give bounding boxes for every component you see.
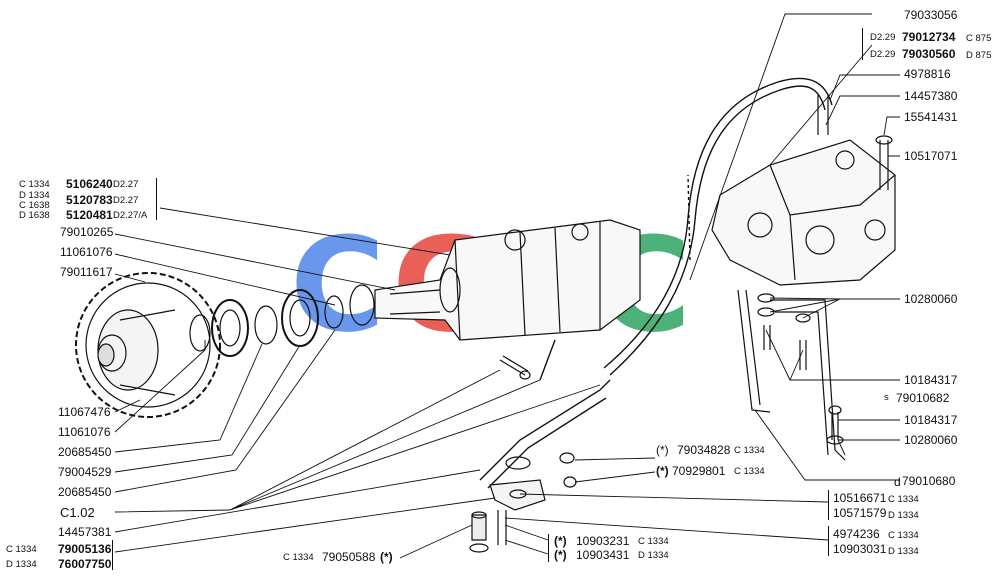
pair2-part-1: 79034828 [677, 443, 731, 457]
pair1-part-2: 10903431 [576, 548, 630, 562]
center-mark: (*) [380, 550, 393, 564]
part-79010265: 79010265 [60, 225, 114, 239]
part-11061076-b: 11061076 [58, 425, 111, 439]
group-b-code-2: D 1334 [888, 546, 919, 557]
part-20685450-a: 20685450 [58, 445, 112, 459]
part-10280060-a: 10280060 [904, 292, 958, 306]
group-b-part-2: 10903031 [833, 542, 887, 556]
top-variant-part-2: 79030560 [902, 47, 956, 61]
s-mark: s [884, 392, 889, 403]
group-a-code-2: D 1334 [888, 510, 919, 521]
variant-ref-2: D2.27 [113, 195, 139, 206]
pair1-code-1: C 1334 [638, 536, 669, 547]
part-10184317-b: 10184317 [904, 413, 958, 427]
pair2-mark-2: (*) [656, 464, 669, 478]
part-15541431: 15541431 [904, 110, 958, 124]
part-11067476: 11067476 [58, 405, 111, 419]
pair1-part-1: 10903231 [576, 534, 630, 548]
fittings-drawing [469, 355, 577, 553]
right-top-bracket [862, 28, 867, 60]
ref-c102: C1.02 [60, 505, 95, 520]
top-variant-ref-1: D2.29 [870, 32, 896, 43]
variant-code-4: D 1638 [19, 210, 50, 221]
variant-code-2: D 1334 [19, 190, 50, 201]
bearing-rings [189, 284, 375, 357]
top-variant-part-1: 79012734 [902, 30, 956, 44]
group-b-part-1: 4974236 [833, 527, 880, 541]
group-a-part-2: 10571579 [833, 506, 887, 520]
bottom-part-2: 76007750 [58, 557, 112, 571]
part-79010682: 79010682 [896, 391, 950, 405]
gear-drawing [75, 272, 221, 418]
variant-part-1: 5106240 [66, 177, 113, 191]
group-b-bracket [828, 526, 833, 556]
pipe-assembly-drawing [737, 289, 846, 461]
part-10184317-a: 10184317 [904, 373, 958, 387]
variant-code-3: C 1638 [19, 200, 50, 211]
part-79033056: 79033056 [904, 8, 958, 22]
part-20685450-b: 20685450 [58, 485, 112, 499]
top-variant-code-1: C 875 [966, 33, 992, 44]
part-79011617: 79011617 [60, 265, 113, 279]
group-a-code-1: C 1334 [888, 494, 919, 505]
group-a-bracket [828, 490, 833, 520]
top-variant-code-2: D 875 [966, 50, 992, 61]
variant-code-1: C 1334 [19, 179, 50, 190]
part-14457380: 14457380 [904, 89, 958, 103]
valve-block-drawing [711, 95, 896, 286]
group-a-part-1: 10516671 [833, 491, 887, 505]
center-code: C 1334 [283, 552, 314, 563]
pair1-mark-2: (*) [554, 548, 567, 562]
bottom-code-1: C 1334 [6, 544, 37, 555]
pair1-mark-1: (*) [554, 534, 567, 548]
part-10280060-b: 10280060 [904, 433, 958, 447]
variant-ref-3: D2.27/A [113, 210, 148, 221]
top-variant-ref-2: D2.29 [870, 49, 896, 60]
pair2-code-2: C 1334 [734, 466, 765, 477]
bottom-code-2: D 1334 [6, 559, 37, 570]
left-bottom-bracket [108, 540, 113, 570]
hose-drawing [479, 77, 833, 489]
pair2-part-2: 70929801 [672, 464, 726, 478]
part-4978816: 4978816 [904, 67, 951, 81]
pump-drawing [374, 219, 641, 341]
part-11061076-a: 11061076 [60, 245, 113, 259]
pair2-mark-1: (*) [656, 443, 669, 457]
left-variant-bracket [150, 178, 157, 220]
center-part: 79050588 [322, 550, 376, 564]
variant-ref-1: D2.27 [113, 179, 139, 190]
variant-part-3: 5120481 [66, 208, 113, 222]
part-10517071: 10517071 [904, 149, 958, 163]
pair2-code-1: C 1334 [734, 445, 765, 456]
part-79010680: 79010680 [902, 474, 956, 488]
part-14457381: 14457381 [58, 525, 112, 539]
variant-part-2: 5120783 [66, 193, 113, 207]
part-79004529: 79004529 [58, 465, 112, 479]
center-pair1-bracket [548, 534, 553, 562]
group-b-code-1: C 1334 [888, 530, 919, 541]
bottom-part-1: 79005136 [58, 542, 112, 556]
d-mark: d [894, 475, 901, 489]
leader-lines [114, 13, 900, 559]
pair1-code-2: D 1334 [638, 550, 669, 561]
